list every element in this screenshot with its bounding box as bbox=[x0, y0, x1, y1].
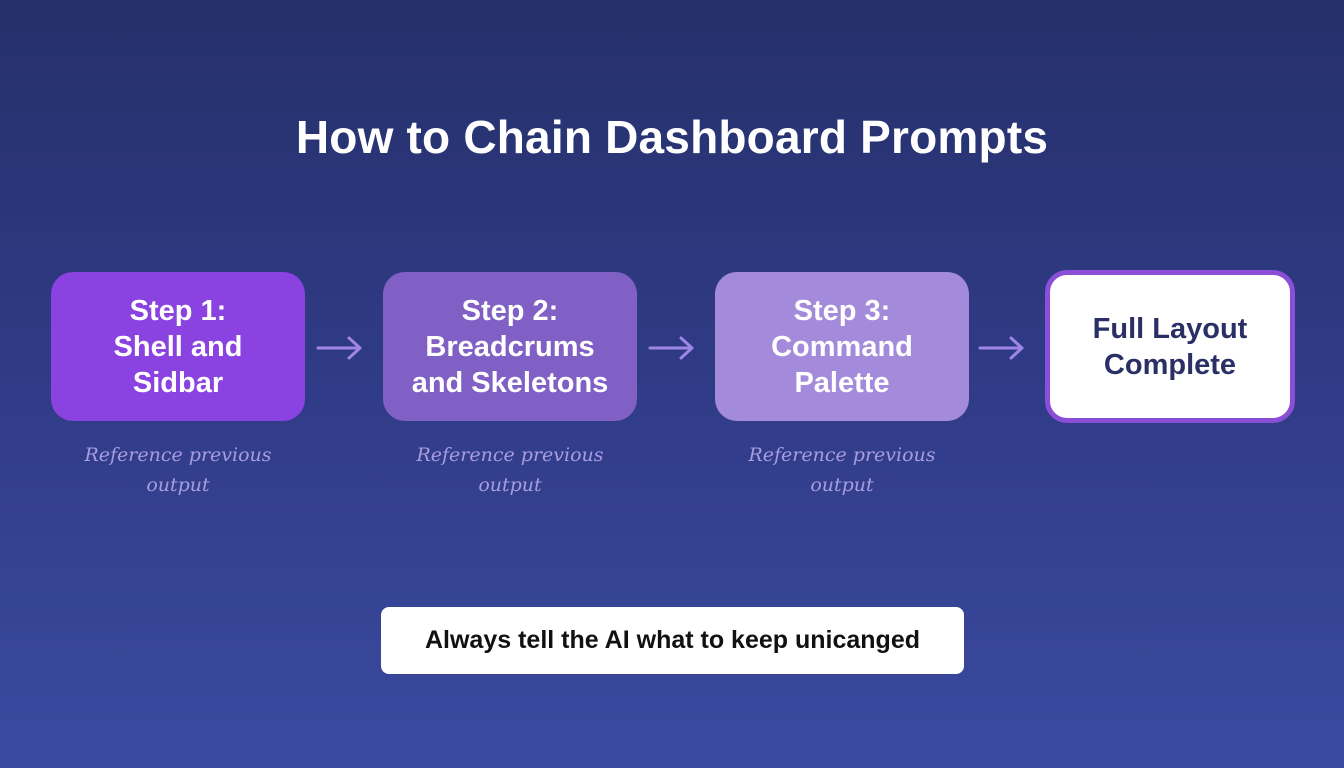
right-arrow-icon bbox=[316, 336, 362, 360]
step-1-box: Step 1: Shell and Sidbar bbox=[51, 272, 305, 421]
right-arrow-icon bbox=[978, 336, 1024, 360]
diagram-title: How to Chain Dashboard Prompts bbox=[295, 111, 1049, 163]
final-step-box: Full Layout Complete bbox=[1045, 270, 1295, 423]
step-2-note: Reference previous output bbox=[416, 444, 604, 496]
step-3-box: Step 3: Command Palette bbox=[715, 272, 969, 421]
step-2-box: Step 2: Breadcrums and Skeletons bbox=[383, 272, 637, 421]
tip-banner: Always tell the AI what to keep unicange… bbox=[381, 607, 964, 674]
right-arrow-icon bbox=[648, 336, 694, 360]
step-1-note: Reference previous output bbox=[84, 444, 272, 496]
step-3-note: Reference previous output bbox=[748, 444, 936, 496]
